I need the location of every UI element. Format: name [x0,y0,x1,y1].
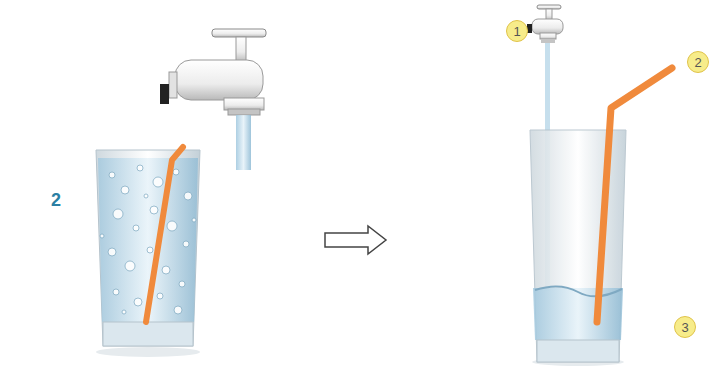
faucet [160,29,266,170]
callout-circle: 3 [674,316,696,338]
callout-number: 3 [681,321,688,334]
callout-circle-fill [507,21,528,42]
glass-low-water [530,68,672,366]
transition-arrow [325,226,386,254]
callout-circle-fill [688,52,709,73]
step-number: 2 [51,190,61,211]
full-glass [96,147,200,357]
callout-circle-fill [675,317,696,338]
callout-number: 2 [694,56,701,69]
callout-number: 1 [513,25,520,38]
callout-circle: 2 [687,51,709,73]
callout-circle: 1 [506,20,528,42]
